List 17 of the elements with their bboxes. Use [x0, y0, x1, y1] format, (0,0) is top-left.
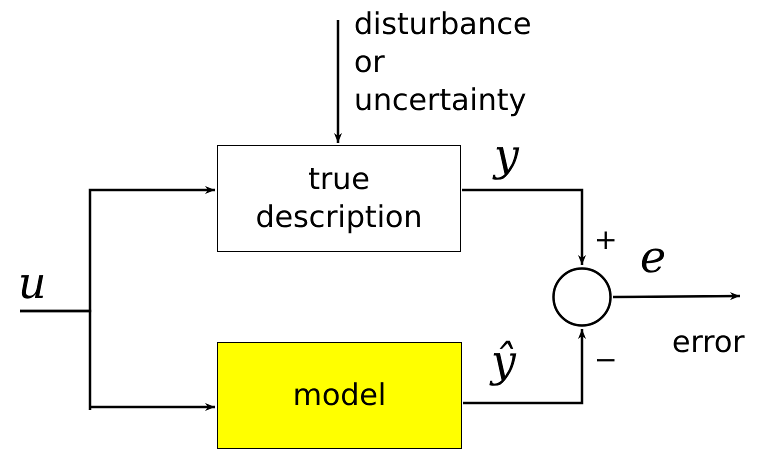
- process-box: [217, 145, 461, 252]
- arrow: [462, 188, 586, 265]
- output-label: error: [672, 328, 745, 358]
- arrow: [463, 329, 586, 404]
- arrow: [334, 20, 342, 143]
- sign-label: +: [594, 226, 618, 254]
- signal-label: u: [18, 262, 46, 306]
- box-label: model: [292, 376, 386, 414]
- box-label: true description: [254, 160, 424, 236]
- sign-label: −: [594, 346, 618, 374]
- arrow: [20, 310, 215, 412]
- arrow: [613, 292, 740, 300]
- signal-label: ŷ: [491, 340, 516, 384]
- disturbance-label: disturbance or uncertainty: [354, 6, 533, 120]
- signal-label: e: [640, 236, 666, 280]
- process-box: [217, 342, 462, 449]
- signal-label: y: [494, 134, 519, 178]
